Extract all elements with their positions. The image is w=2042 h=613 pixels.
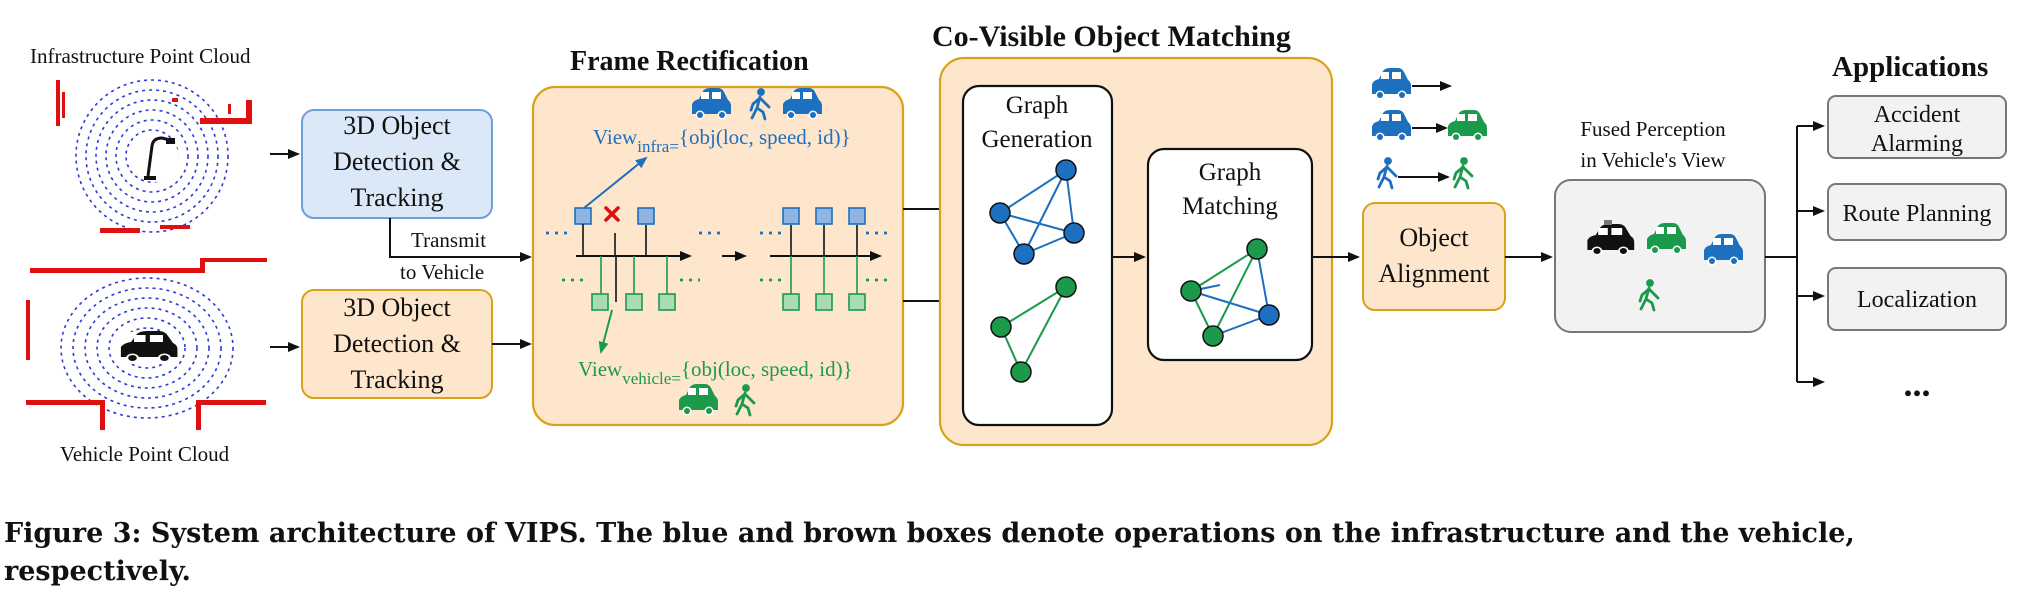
app-accident-alarming: Accident Alarming	[1827, 95, 2007, 159]
car-icon	[1448, 110, 1487, 142]
infra-detection-line-2: Detection &	[333, 147, 461, 176]
infra-point-cloud	[38, 72, 268, 240]
graph-matching-line-2: Matching	[1182, 193, 1278, 220]
vehicle-point-cloud	[26, 258, 267, 430]
timeline-right	[760, 207, 890, 311]
alignment-legend	[1372, 68, 1487, 190]
app-localization-label: Localization	[1857, 287, 1977, 313]
alignment-line-2: Alignment	[1378, 259, 1490, 288]
matching-title: Co-Visible Object Matching	[932, 20, 1291, 53]
fused-label-1: Fused Perception	[1580, 117, 1726, 141]
applications-more: ...	[1904, 364, 1931, 404]
app-route-planning-label: Route Planning	[1843, 201, 1992, 227]
vehicle-detection-line-1: 3D Object	[343, 293, 451, 322]
infra-detection-line-3: Tracking	[351, 183, 444, 212]
infra-detection-line-1: 3D Object	[343, 111, 451, 140]
frame-rectification-title: Frame Rectification	[570, 46, 809, 77]
object-alignment-box: Object Alignment	[1362, 202, 1506, 311]
graph-matching-line-1: Graph	[1199, 159, 1262, 186]
frame-rectification-panel	[531, 85, 905, 427]
timeline-left	[546, 207, 720, 311]
transmit-label-1: Transmit	[411, 228, 486, 252]
vehicle-cloud-label: Vehicle Point Cloud	[60, 442, 230, 466]
fused-perception-box	[1554, 179, 1766, 333]
graph-generation-box: Graph Generation	[961, 84, 1114, 427]
applications-title: Applications	[1832, 51, 1988, 83]
cross-icon	[604, 206, 620, 222]
infra-cloud-label: Infrastructure Point Cloud	[30, 44, 251, 68]
view-infra-label: Viewinfra={obj(loc, speed, id)}	[593, 125, 851, 156]
pedestrian-icon	[1452, 156, 1474, 190]
figure-caption: Figure 3: System architecture of VIPS. T…	[4, 518, 1855, 587]
infra-detection-box: 3D Object Detection & Tracking	[301, 109, 493, 219]
graph-matching-box: Graph Matching	[1146, 147, 1314, 362]
app-accident-line-2: Alarming	[1871, 131, 1963, 157]
app-localization: Localization	[1827, 267, 2007, 331]
graph-generation-line-1: Graph	[1006, 92, 1069, 119]
vehicle-detection-box: 3D Object Detection & Tracking	[301, 289, 493, 399]
vehicle-detection-line-3: Tracking	[351, 365, 444, 394]
car-icon	[1372, 110, 1411, 142]
transmit-label-2: to Vehicle	[400, 260, 484, 284]
pedestrian-icon	[1376, 156, 1398, 190]
vehicle-detection-line-2: Detection &	[333, 329, 461, 358]
app-route-planning: Route Planning	[1827, 183, 2007, 241]
car-icon	[1372, 68, 1411, 100]
view-vehicle-label: Viewvehicle={obj(loc, speed, id)}	[578, 357, 853, 388]
alignment-line-1: Object	[1399, 223, 1469, 252]
graph-generation-line-2: Generation	[981, 126, 1093, 153]
app-accident-line-1: Accident	[1874, 102, 1961, 128]
fused-label-2: in Vehicle's View	[1580, 148, 1726, 172]
